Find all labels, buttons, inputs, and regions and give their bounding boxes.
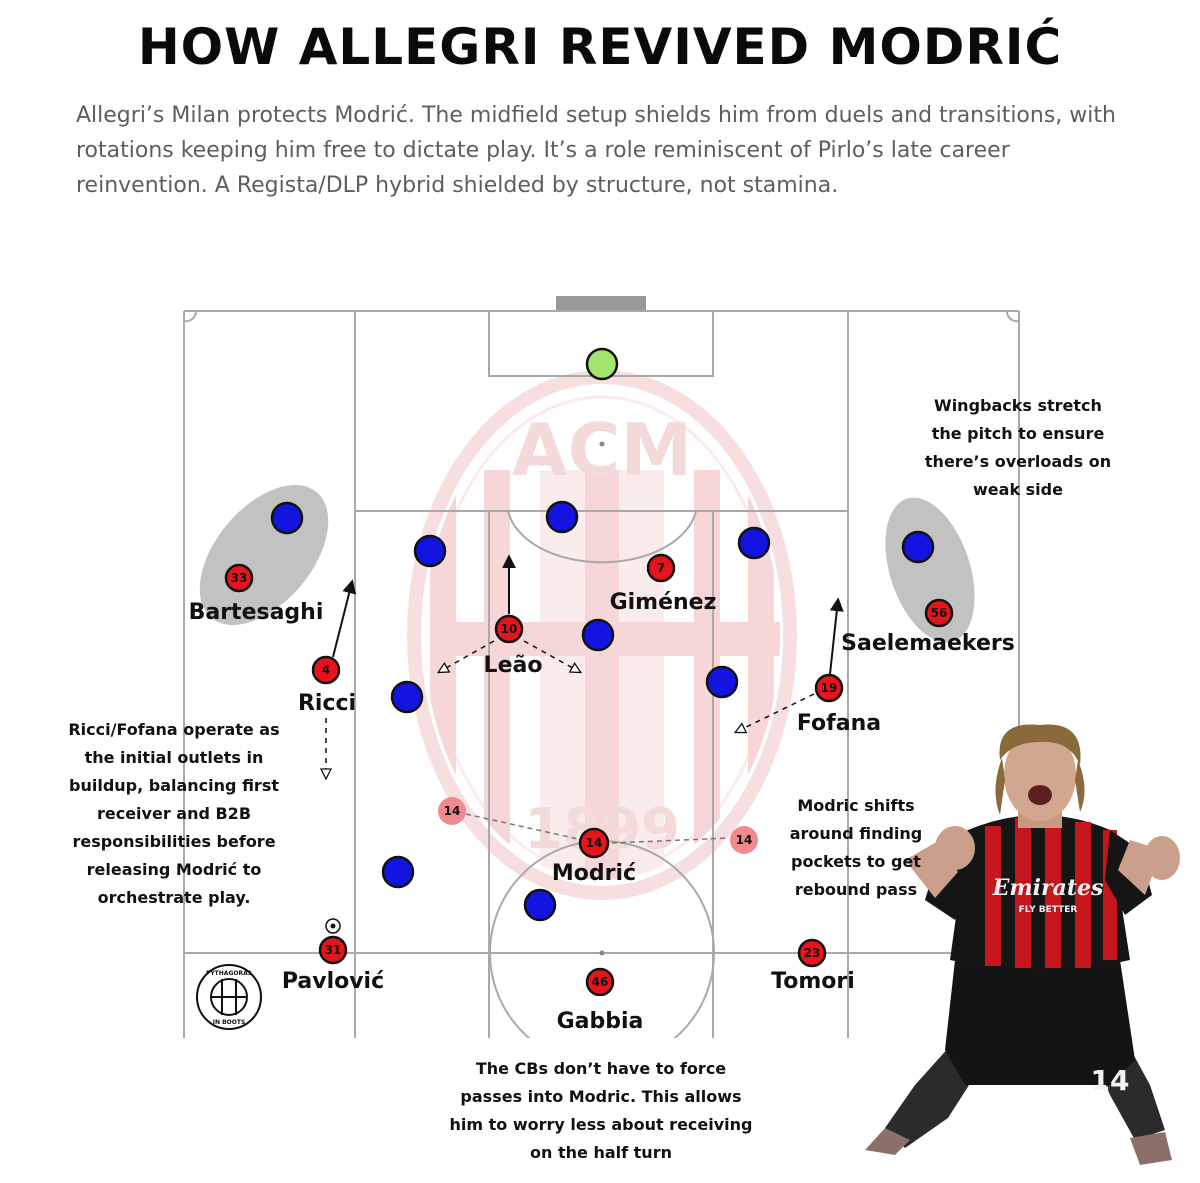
goal	[556, 296, 646, 310]
opponent-marker	[705, 665, 739, 699]
player-gimenez: 7 Giménez	[610, 553, 717, 615]
opponent-marker	[737, 526, 771, 560]
player-name: Ricci	[298, 691, 356, 716]
note-cbs: The CBs don’t have to force passes into …	[449, 1059, 753, 1162]
overload-zone-right	[885, 497, 975, 643]
player-name: Fofana	[797, 711, 881, 736]
crest-acm-text: ACM	[512, 408, 692, 492]
player-name: Tomori	[771, 969, 855, 994]
penalty-spot	[599, 441, 605, 447]
svg-text:14: 14	[736, 833, 753, 847]
modric-celebration-photo: Emirates FLY BETTER 14	[865, 724, 1180, 1165]
player-modric: 14 Modrić	[552, 827, 636, 886]
page-subtitle: Allegri’s Milan protects Modrić. The mid…	[76, 103, 1116, 198]
opponent-marker	[581, 618, 615, 652]
shirt-sponsor-sub: FLY BETTER	[1019, 905, 1078, 915]
svg-text:7: 7	[657, 561, 665, 575]
opponent-markers	[270, 347, 935, 922]
player-name: Giménez	[610, 590, 717, 615]
shorts-number: 14	[1091, 1064, 1130, 1097]
svg-text:31: 31	[325, 943, 342, 957]
movement-arrows	[326, 554, 844, 844]
centre-spot	[599, 950, 605, 956]
player-name: Saelemaekers	[841, 631, 1015, 656]
svg-text:23: 23	[804, 946, 821, 960]
svg-text:4: 4	[322, 663, 330, 677]
player-tomori: 23 Tomori	[771, 938, 855, 994]
svg-text:IN BOOTS: IN BOOTS	[213, 1019, 246, 1026]
shirt-sponsor: Emirates	[992, 875, 1104, 901]
svg-text:19: 19	[821, 681, 838, 695]
player-leao: 10 Leão	[484, 614, 543, 678]
player-name: Bartesaghi	[189, 600, 324, 625]
opponent-goalkeeper	[585, 347, 619, 381]
opponent-marker	[901, 530, 935, 564]
svg-text:56: 56	[931, 606, 948, 620]
note-wingbacks: Wingbacks stretch the pitch to ensure th…	[924, 396, 1112, 499]
svg-text:PYTHAGORAS: PYTHAGORAS	[206, 970, 252, 977]
player-name: Modrić	[552, 861, 636, 886]
opponent-marker	[381, 855, 415, 889]
modric-ghost-right: 14	[730, 826, 758, 854]
player-ricci: 4 Ricci	[298, 655, 356, 716]
page-title: HOW ALLEGRI REVIVED MODRIĆ	[137, 18, 1063, 76]
note-ricci-fofana: Ricci/Fofana operate as the initial outl…	[68, 720, 280, 907]
player-gabbia: 46 Gabbia	[557, 967, 644, 1034]
player-name: Gabbia	[557, 1009, 644, 1034]
player-name: Pavlović	[282, 969, 384, 994]
player-fofana: 19 Fofana	[797, 673, 881, 736]
svg-text:14: 14	[586, 836, 603, 850]
player-pavlovic: 31 Pavlović	[282, 918, 384, 994]
modric-ghost-left: 14	[438, 797, 466, 825]
player-name: Leão	[484, 653, 543, 678]
opponent-marker	[523, 888, 557, 922]
svg-text:10: 10	[501, 622, 518, 636]
svg-text:33: 33	[231, 571, 248, 585]
pythagoras-logo: PYTHAGORAS IN BOOTS	[196, 964, 262, 1030]
svg-text:14: 14	[444, 804, 461, 818]
opponent-marker	[545, 500, 579, 534]
svg-text:46: 46	[592, 975, 609, 989]
opponent-marker	[270, 501, 304, 535]
opponent-marker	[413, 534, 447, 568]
note-modric-shifts: Modric shifts around finding pockets to …	[789, 796, 923, 899]
player-bartesaghi: 33 Bartesaghi	[189, 563, 324, 625]
player-saelemaekers: 56 Saelemaekers	[841, 598, 1015, 656]
opponent-marker	[390, 680, 424, 714]
